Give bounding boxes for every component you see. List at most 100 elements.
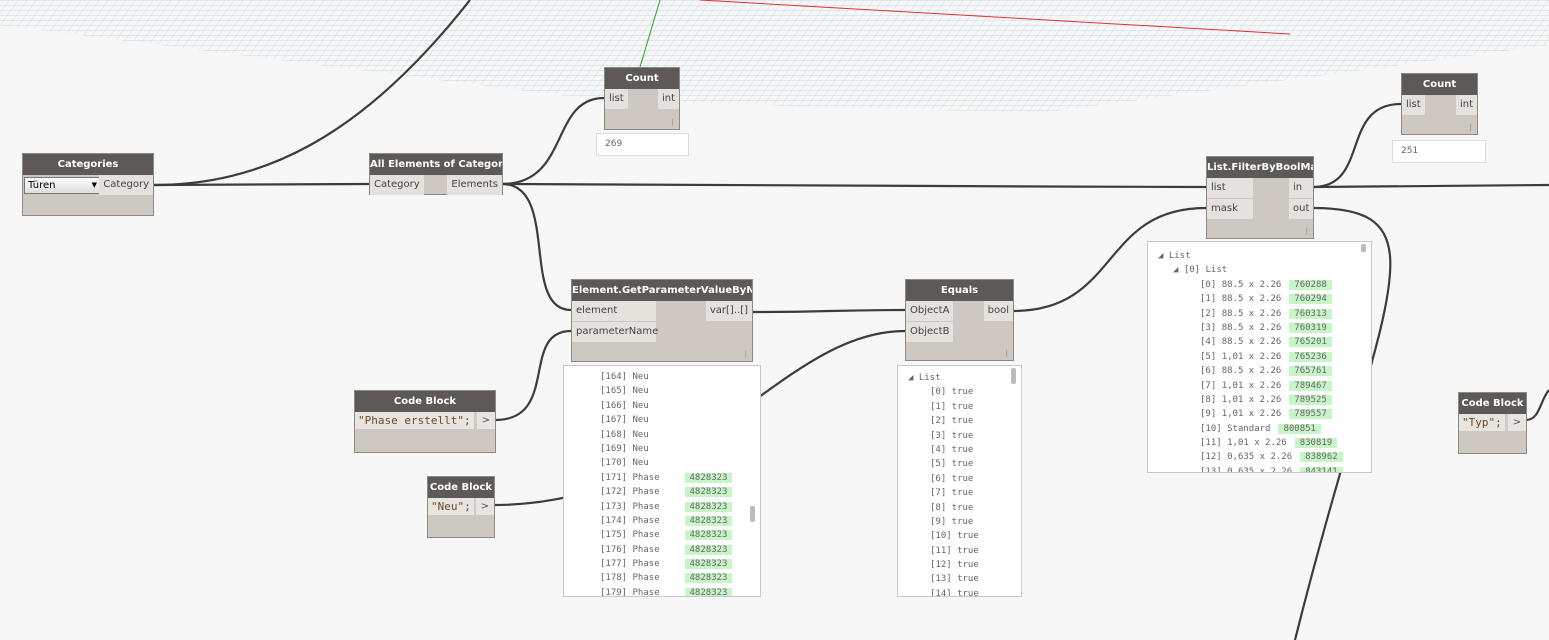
element-id-link[interactable]: 4828323 (684, 559, 733, 570)
element-id-link[interactable]: 789467 (1289, 380, 1332, 391)
element-id-link[interactable]: 789525 (1289, 394, 1332, 405)
element-id-link[interactable]: 843141 (1300, 466, 1343, 472)
item-value: Phase (632, 472, 660, 483)
collapse-triangle-icon[interactable]: ◢ (1158, 251, 1169, 261)
scrollbar[interactable] (1361, 244, 1366, 252)
input-port-parametername[interactable]: parameterName (572, 322, 658, 342)
item-value: 1,01 x 2.26 (1221, 380, 1282, 391)
output-port-elements[interactable]: Elements (447, 175, 502, 195)
list-item: [11] true (908, 544, 1021, 558)
element-id-link[interactable]: 760319 (1289, 322, 1332, 333)
item-value: [13] true (930, 574, 979, 585)
element-id-link[interactable]: 4828323 (684, 472, 733, 483)
item-index: [6] (1200, 366, 1217, 377)
element-id-link[interactable]: 800851 (1278, 423, 1321, 434)
filter-by-bool-mask-node[interactable]: List.FilterByBoolMask list in mask out | (1206, 156, 1314, 239)
item-index: [168] (600, 429, 628, 440)
list-item: [168] Neu (600, 428, 760, 442)
item-index: [164] (600, 372, 628, 382)
element-id-link[interactable]: 4828323 (684, 515, 733, 526)
input-port-objecta[interactable]: ObjectA (906, 301, 954, 321)
element-id-link[interactable]: 4828323 (684, 544, 733, 555)
output-port-category[interactable]: Category (99, 175, 153, 195)
equals-preview-list[interactable]: ◢ List [0] true[1] true[2] true[3] true[… (897, 365, 1022, 597)
output-port-int[interactable]: int (657, 89, 679, 109)
equals-node[interactable]: Equals ObjectA bool ObjectB | (905, 279, 1014, 361)
count-node[interactable]: Count list int | (604, 67, 680, 130)
element-id-link[interactable]: 4828323 (684, 573, 733, 584)
input-port-list[interactable]: list (1207, 178, 1253, 198)
item-value: 1,01 x 2.26 (1221, 409, 1282, 420)
scrollbar[interactable] (1011, 368, 1016, 384)
element-id-link[interactable]: 760294 (1289, 294, 1332, 305)
resize-grip[interactable]: | (744, 350, 747, 358)
element-id-link[interactable]: 4828323 (684, 530, 733, 541)
element-id-link[interactable]: 765236 (1289, 351, 1332, 362)
element-id-link[interactable]: 830819 (1294, 438, 1338, 449)
item-index: [177] (600, 559, 628, 570)
resize-grip[interactable]: | (1305, 227, 1308, 235)
item-value: Neu (632, 400, 649, 411)
item-value: Phase (632, 544, 660, 555)
node-title: Categories (23, 154, 153, 175)
resize-grip[interactable]: | (1005, 349, 1008, 357)
output-port-out[interactable]: out (1289, 199, 1313, 219)
code-block-node[interactable]: Code Block "Phase erstellt"; > (354, 390, 496, 453)
code-input[interactable]: "Typ"; (1459, 414, 1505, 431)
resize-grip[interactable]: | (1469, 123, 1472, 131)
output-port[interactable]: > (475, 498, 494, 515)
item-value: [7] true (930, 488, 974, 499)
get-parameter-value-by-name-node[interactable]: Element.GetParameterValueByName element … (571, 279, 753, 362)
element-id-link[interactable]: 760313 (1289, 308, 1332, 319)
element-id-link[interactable]: 789557 (1289, 409, 1332, 420)
element-id-link[interactable]: 4828323 (684, 501, 733, 512)
wire (1012, 206, 1207, 313)
code-block-node[interactable]: Code Block "Typ"; > (1458, 392, 1527, 454)
element-id-link[interactable]: 4828323 (684, 487, 733, 498)
output-port-var[interactable]: var[]..[] (705, 301, 752, 321)
element-id-link[interactable]: 765201 (1289, 337, 1332, 348)
element-id-link[interactable]: 838962 (1300, 452, 1343, 463)
input-port-list[interactable]: list (605, 89, 628, 109)
output-port[interactable]: > (1507, 414, 1526, 431)
y-axis-line (639, 0, 661, 68)
item-value: [1] true (930, 401, 974, 412)
output-port-int[interactable]: int (1455, 95, 1477, 115)
item-value: [8] true (930, 502, 974, 513)
collapse-triangle-icon[interactable]: ◢ (908, 373, 919, 383)
item-index: [11] (1200, 438, 1222, 449)
categories-node[interactable]: Categories Türen▼ Category (22, 153, 154, 216)
output-port[interactable]: > (476, 412, 495, 429)
item-index: [167] (600, 415, 628, 426)
item-value: Phase (632, 501, 660, 512)
input-port-objectb[interactable]: ObjectB (906, 322, 954, 342)
count-node[interactable]: Count list int | (1401, 73, 1478, 135)
list-item: [8] true (908, 501, 1021, 515)
input-port-list[interactable]: list (1402, 95, 1425, 115)
output-port-bool[interactable]: bool (983, 301, 1013, 321)
resize-grip[interactable]: | (671, 118, 674, 126)
element-id-link[interactable]: 765761 (1289, 366, 1332, 377)
input-port-category[interactable]: Category (370, 175, 424, 195)
item-value: Neu (632, 386, 649, 397)
code-block-node[interactable]: Code Block "Neu"; > (427, 476, 495, 538)
all-elements-of-category-node[interactable]: All Elements of Category Category Elemen… (369, 153, 503, 195)
element-id-link[interactable]: 760288 (1289, 279, 1332, 290)
item-value: Phase (632, 573, 660, 584)
code-input[interactable]: "Neu"; (428, 498, 474, 515)
list-root-label: List (1168, 251, 1191, 261)
code-input[interactable]: "Phase erstellt"; (355, 412, 474, 429)
collapse-triangle-icon[interactable]: ◢ (1173, 265, 1184, 276)
list-item: [167] Neu (600, 413, 760, 427)
node-title: Code Block (428, 477, 494, 498)
input-port-element[interactable]: element (572, 301, 656, 321)
element-id-link[interactable]: 4828323 (684, 587, 733, 596)
category-dropdown[interactable]: Türen▼ (24, 177, 101, 194)
get-parameter-preview-list[interactable]: [164] Neu[165] Neu[166] Neu[167] Neu[168… (563, 365, 761, 597)
input-port-mask[interactable]: mask (1207, 199, 1253, 219)
scrollbar[interactable] (750, 506, 755, 522)
output-port-in[interactable]: in (1289, 178, 1313, 198)
